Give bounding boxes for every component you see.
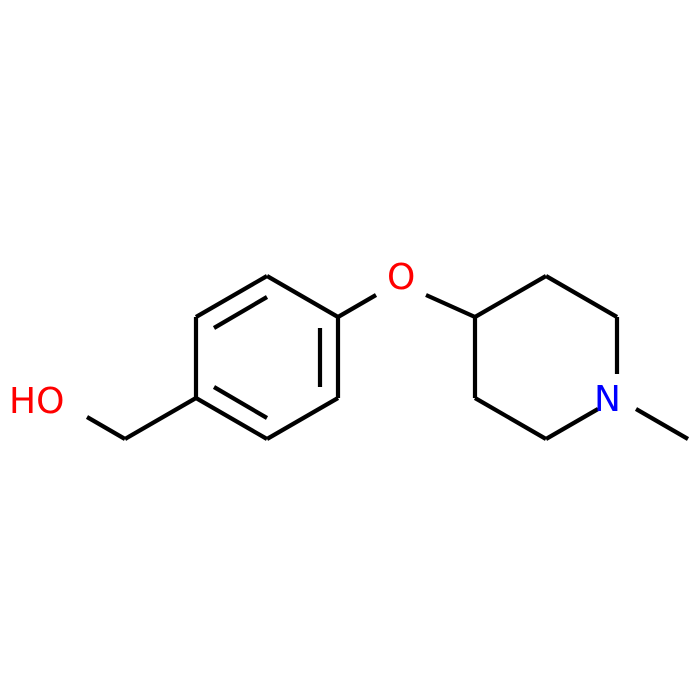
bond-pip-c6-c5: [473, 396, 548, 441]
bond-n-methyl: [634, 407, 690, 441]
bond-aromatic-inner-1: [212, 295, 269, 330]
bond-oxygen-piperidine: [425, 293, 476, 319]
bond-ring-c1-c2: [194, 274, 269, 319]
bond-ring-c5-c6: [194, 396, 269, 441]
hydroxyl-label: HO: [9, 381, 64, 422]
bond-aryl-oxygen: [336, 293, 378, 319]
nitrogen-label: N: [594, 379, 621, 420]
bond-pip-c3-c2: [544, 274, 619, 319]
bond-pip-c4-c3: [473, 274, 548, 319]
bond-ch2-oh: [85, 415, 127, 441]
bond-aromatic-inner-3: [212, 385, 269, 420]
ether-oxygen-label: O: [387, 257, 415, 298]
bond-benzyl-ch2: [123, 396, 198, 441]
bond-pip-n-c6: [544, 407, 600, 441]
bond-ring-c4-c5: [265, 396, 340, 441]
bond-ring-c2-c3: [265, 274, 340, 319]
